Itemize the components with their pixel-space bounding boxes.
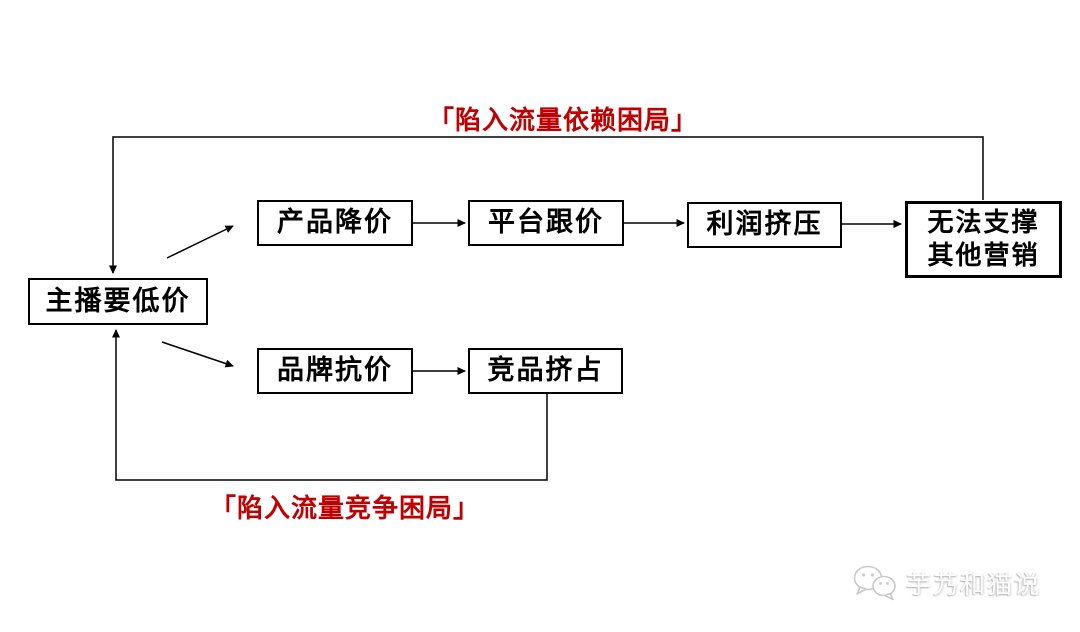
- arrow-anchor-to-product: [166, 225, 234, 259]
- node-competitor-squeeze: 竞品挤占: [468, 348, 623, 394]
- arrow-anchor-to-brand: [161, 341, 234, 368]
- node-brand-price-resist: 品牌抗价: [257, 348, 413, 394]
- node-platform-price-match: 平台跟价: [468, 200, 624, 246]
- bottom-loop-label: 「陷入流量竞争困局」: [210, 494, 481, 523]
- top-loop-label: 「陷入流量依赖困局」: [428, 106, 699, 135]
- watermark-text: 芋艿和猫说: [906, 571, 1042, 599]
- node-cannot-support-marketing: 无法支撑 其他营销: [905, 201, 1062, 278]
- node-anchor-streamer-low-price: 主播要低价: [28, 278, 208, 325]
- watermark: 芋艿和猫说: [852, 563, 1041, 603]
- node-profit-squeeze: 利润挤压: [687, 202, 842, 248]
- wechat-icon: [853, 565, 896, 601]
- node-product-price-cut: 产品降价: [257, 200, 413, 246]
